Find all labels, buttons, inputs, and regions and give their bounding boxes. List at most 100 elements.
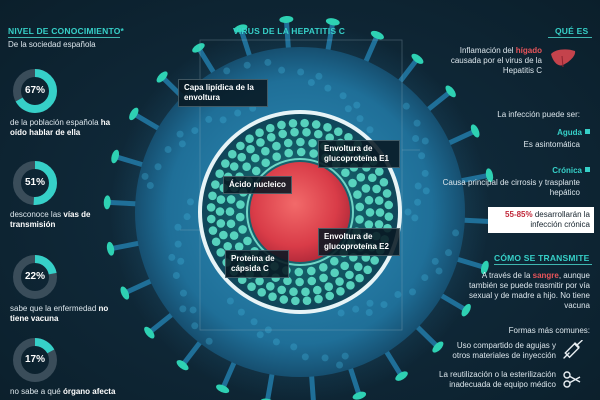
capsid-protein-dot [255, 276, 264, 286]
envelope-texture-dot [264, 58, 272, 66]
capsid-outline [246, 158, 354, 266]
envelope-texture-dot [191, 127, 199, 135]
capsid-protein-dot [290, 127, 299, 137]
capsid-protein-dot [272, 141, 281, 151]
envelope-texture-dot [223, 67, 231, 75]
capsid-protein-dot [355, 202, 365, 212]
capsid-protein-dot [364, 195, 374, 205]
glycoprotein-spike-tip [325, 18, 340, 26]
chronic-highlight: 55-85% desarrollarán la infección crónic… [488, 207, 594, 233]
capsid-protein-dot [323, 123, 332, 132]
capsid-protein-dot [341, 168, 350, 178]
knowledge-title-rule [8, 37, 120, 38]
envelope-texture-dot [250, 318, 258, 326]
glycoprotein-spike-tip [445, 85, 456, 98]
envelope-texture-dot [344, 105, 352, 113]
envelope-texture-dot [290, 343, 298, 351]
capsid-protein-dot [261, 146, 270, 156]
chronic-text: Causa principal de cirrosis y trasplante… [442, 178, 580, 197]
capsid-protein-dot [309, 149, 318, 158]
glycoprotein-spike-tip [192, 43, 205, 53]
virus-title: VIRUS DE LA HEPATITIS C [233, 26, 346, 36]
envelope-texture-dot [365, 308, 373, 316]
envelope-texture-dot [411, 214, 419, 222]
capsid-protein-dot [330, 268, 339, 278]
capsid-protein-dot [289, 287, 298, 297]
capsid-protein-dot [364, 220, 374, 229]
capsid-protein-dot [325, 291, 335, 301]
capsid-protein-dot [291, 296, 300, 306]
envelope-texture-dot [297, 68, 305, 76]
capsid-protein-dot [255, 128, 264, 138]
envelope-texture-dot [337, 309, 345, 317]
capsid-protein-dot [353, 262, 363, 272]
envelope-texture-dot [186, 198, 194, 206]
stat-percent: 22% [24, 271, 45, 282]
capsid-protein-dot [261, 158, 270, 168]
glycoprotein-spike-tip [106, 241, 115, 256]
capsid-protein-dot [361, 184, 371, 193]
glycoprotein-spike-tip [411, 53, 424, 64]
capsid-protein-dot [336, 286, 345, 296]
envelope-texture-dot [341, 352, 349, 360]
acute-label: Aguda [480, 128, 590, 138]
capsid-protein-dot [228, 149, 237, 159]
stat-donut-fill [13, 338, 57, 382]
stat-donut-fill [13, 255, 57, 299]
capsid-protein-dot [374, 196, 384, 205]
envelope-texture-dot [174, 223, 182, 231]
capsid-protein-dot [221, 159, 230, 168]
envelope-texture-dot [421, 274, 429, 282]
capsid-protein-dot [356, 173, 366, 182]
glycoprotein-spike-tip [216, 384, 230, 394]
capsid-protein-dot [372, 184, 381, 194]
label-capsid-protein: Proteína de cápsida C [225, 250, 289, 278]
capsid-protein-dot [313, 285, 322, 295]
glycoprotein-spike [133, 112, 165, 134]
glycoprotein-spike-tip [395, 371, 408, 381]
capsid-protein-dot [324, 282, 334, 291]
capsid-protein-dot [283, 138, 293, 148]
capsid-protein-dot [296, 137, 305, 147]
capsid-protein-dot [384, 200, 394, 210]
envelope-texture-dot [315, 72, 323, 80]
way-medical-equipment: La reutilización o la esterilización ina… [439, 370, 556, 389]
capsid-protein-dot [325, 133, 335, 143]
envelope-texture-dot [191, 322, 199, 330]
capsid-protein-dot [216, 219, 226, 228]
capsid-protein-dot [257, 288, 267, 297]
capsid-protein-dot [251, 153, 260, 163]
envelope-texture-dot [352, 305, 360, 313]
envelope-texture-dot [237, 308, 245, 316]
capsid-protein-dot [374, 220, 384, 229]
capsid-proteins [206, 118, 394, 306]
envelope-texture-dot [353, 101, 361, 109]
capsid-protein-dot [340, 261, 349, 271]
capsid-protein-dot [288, 118, 298, 128]
capsid-protein-dot [277, 120, 286, 130]
label-glycoprotein-e2: Envoltura de glucoproteína E2 [318, 228, 400, 256]
way-needles: Uso compartido de agujas y otros materia… [452, 341, 556, 360]
capsid-protein-dot [208, 191, 217, 201]
knowledge-subtitle: De la sociedad española [8, 40, 96, 49]
envelope-texture-dot [205, 337, 213, 345]
capsid-protein-dot [234, 242, 244, 251]
envelope-texture-dot [414, 182, 422, 190]
acute-text: Es asintomática [523, 140, 580, 149]
envelope-texture-dot [380, 301, 388, 309]
envelope-texture-dot [177, 257, 185, 265]
capsid-protein-dot [314, 129, 323, 139]
capsid-protein-dot [363, 265, 372, 275]
guide-box [199, 39, 403, 331]
transmission-text: A través de la sangre, aunque también se… [469, 271, 590, 310]
glycoprotein-spike-tip [129, 107, 139, 121]
envelope-texture-dot [168, 253, 176, 261]
envelope-texture-dot [141, 172, 149, 180]
envelope-texture-dot [307, 78, 315, 86]
capsid-protein-dot [346, 281, 355, 290]
capsid-protein-dot [266, 133, 276, 142]
definition-organ: hígado [515, 46, 542, 55]
stat-donut [13, 338, 57, 382]
glycoprotein-spike-tip [480, 260, 489, 275]
acute-bullet-icon [585, 129, 590, 134]
